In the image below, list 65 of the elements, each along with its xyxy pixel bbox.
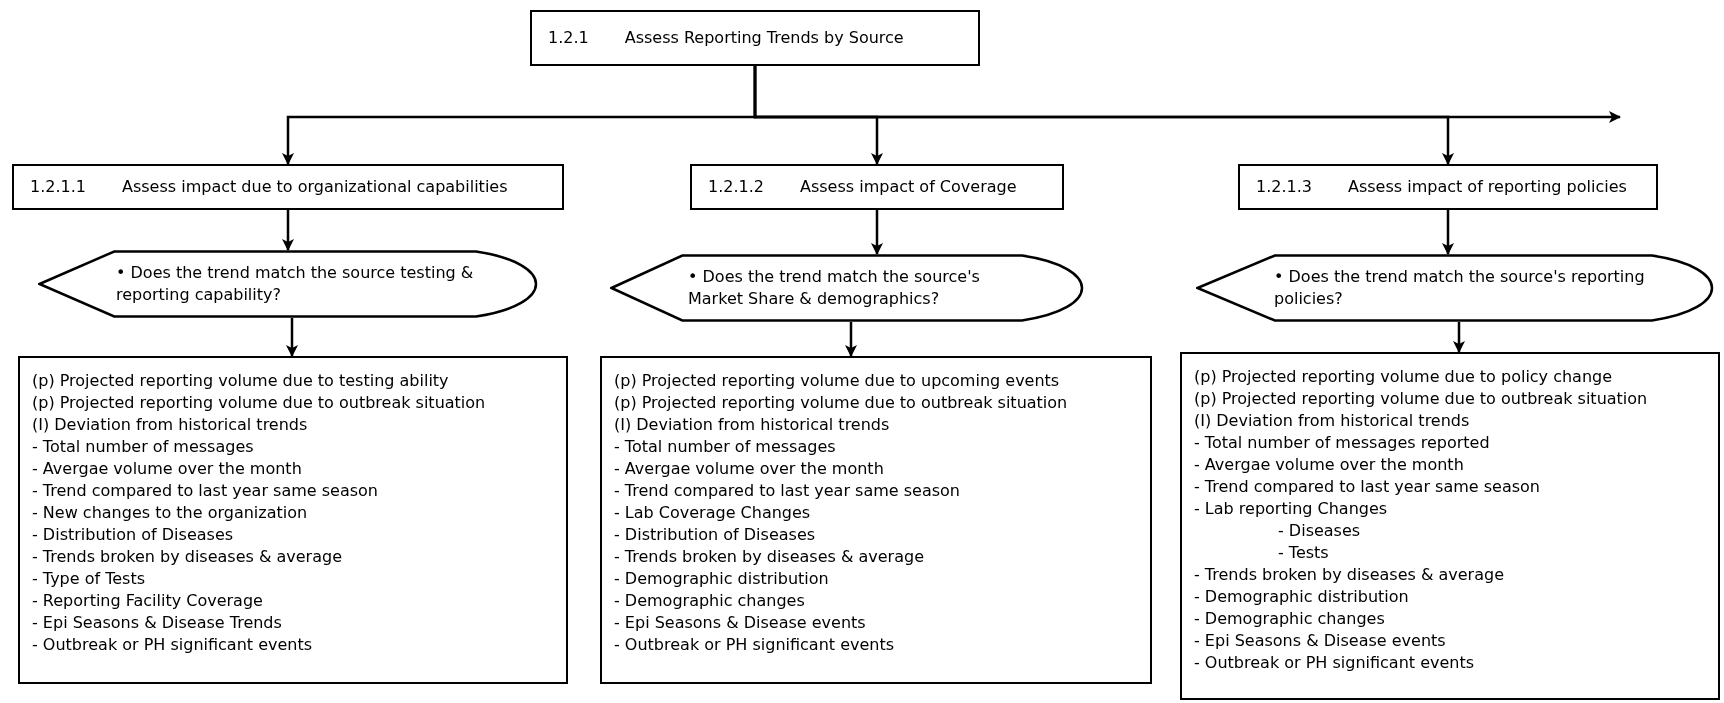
arrow: [845, 322, 857, 357]
process-box: [12, 164, 564, 210]
list-item: - Trends broken by diseases & average: [32, 546, 342, 568]
list-item: - Epi Seasons & Disease Trends: [32, 612, 282, 634]
list-item: - Trends broken by diseases & average: [1194, 564, 1504, 586]
process-box: [690, 164, 1064, 210]
list-item: (p) Projected reporting volume due to outbreak situation: [32, 392, 486, 414]
process-box: [530, 10, 980, 66]
step-title: Assess impact of reporting policies: [1348, 176, 1627, 198]
list-item: - Trends broken by diseases & average: [614, 546, 924, 568]
arrow: [1442, 210, 1454, 255]
list-item: (p) Projected reporting volume due to upcoming events: [614, 370, 1060, 392]
list-box: [1180, 352, 1720, 700]
list-item: (p) Projected reporting volume due to outbreak situation: [614, 392, 1068, 414]
question-text: • Does the trend match the source's Market Share & demographics?: [688, 266, 981, 310]
list-item: - Trend compared to last year same season: [1194, 476, 1540, 498]
list-item: - Lab reporting Changes: [1194, 498, 1388, 520]
process-box: [1238, 164, 1658, 210]
list-item: - Trend compared to last year same season: [614, 480, 960, 502]
list-item: - Demographic changes: [1194, 608, 1385, 630]
question-text: • Does the trend match the source testing & reporting capability?: [116, 262, 475, 306]
list-item: - Distribution of Diseases: [614, 524, 816, 546]
list-item: - Outbreak or PH significant events: [32, 634, 313, 656]
list-item: - Total number of messages: [32, 436, 254, 458]
list-item: - Demographic distribution: [614, 568, 829, 590]
list-box: [18, 356, 568, 684]
list-box: [600, 356, 1152, 684]
step-title: Assess impact due to organizational capabilities: [122, 176, 508, 198]
list-item: - Avergae volume over the month: [614, 458, 884, 480]
list-item: - Type of Tests: [32, 568, 146, 590]
list-item: - Trend compared to last year same season: [32, 480, 378, 502]
list-item: (I) Deviation from historical trends: [1194, 410, 1470, 432]
list-item: - Lab Coverage Changes: [614, 502, 811, 524]
question-text: • Does the trend match the source's reporting policies?: [1274, 266, 1646, 310]
arrow: [286, 318, 298, 357]
arrow: [282, 210, 294, 251]
list-item: - Epi Seasons & Disease events: [1194, 630, 1446, 652]
list-item: - Total number of messages: [614, 436, 836, 458]
list-item: - Demographic changes: [614, 590, 805, 612]
step-number: 1.2.1: [548, 27, 589, 49]
arrow: [871, 210, 883, 255]
list-item: (p) Projected reporting volume due to outbreak situation: [1194, 388, 1648, 410]
step-number: 1.2.1.1: [30, 176, 86, 198]
arrow: [1453, 322, 1465, 353]
list-item: - Diseases: [1278, 520, 1361, 542]
step-number: 1.2.1.3: [1256, 176, 1312, 198]
step-title: Assess impact of Coverage: [800, 176, 1017, 198]
list-item: - New changes to the organization: [32, 502, 308, 524]
step-number: 1.2.1.2: [708, 176, 764, 198]
list-item: - Outbreak or PH significant events: [614, 634, 895, 656]
list-item: - Avergae volume over the month: [32, 458, 302, 480]
list-item: - Avergae volume over the month: [1194, 454, 1464, 476]
list-item: (p) Projected reporting volume due to policy change: [1194, 366, 1613, 388]
list-item: - Distribution of Diseases: [32, 524, 234, 546]
list-item: - Outbreak or PH significant events: [1194, 652, 1475, 674]
step-title: Assess Reporting Trends by Source: [624, 27, 904, 49]
list-item: (p) Projected reporting volume due to testing ability: [32, 370, 449, 392]
list-item: - Total number of messages reported: [1194, 432, 1490, 454]
list-item: - Epi Seasons & Disease events: [614, 612, 866, 634]
list-item: (I) Deviation from historical trends: [614, 414, 890, 436]
list-item: - Demographic distribution: [1194, 586, 1409, 608]
list-item: - Reporting Facility Coverage: [32, 590, 263, 612]
list-item: - Tests: [1278, 542, 1329, 564]
list-item: (I) Deviation from historical trends: [32, 414, 308, 436]
arrow: [753, 66, 1621, 123]
